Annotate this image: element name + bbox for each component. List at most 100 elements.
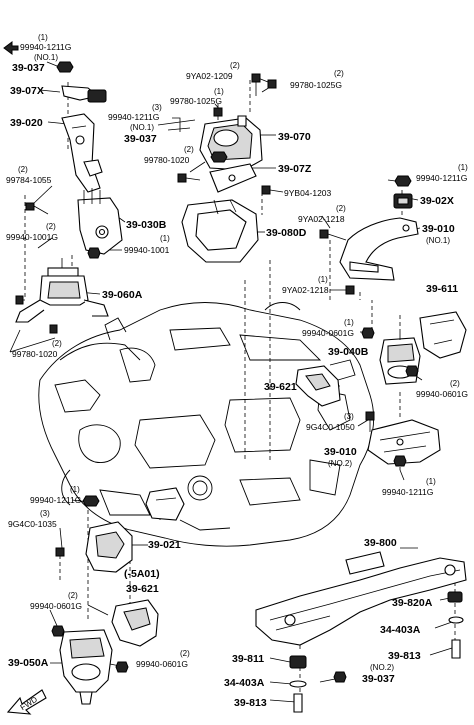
label-qty-99940-0601G-right: (2) [450, 379, 460, 388]
crossmember-39-800 [255, 551, 467, 646]
engine-mount-39-050A [59, 629, 113, 705]
reference-arrow-icon [3, 41, 19, 55]
label-qty-99780-1020-left: (2) [52, 339, 62, 348]
nut-99940-1001 [87, 247, 101, 259]
label-39-820A: 39-820A [392, 597, 433, 609]
label-39-050A: 39-050A [8, 657, 49, 669]
label-99940-1001G: 99940-1001G [6, 232, 58, 242]
bracket-39-07Z [209, 163, 257, 193]
label-qty-9YA02-1218-bottom: (1) [318, 275, 328, 284]
arm-bracket-39-020 [61, 113, 103, 193]
label-qty-9G4C0-1050: (3) [344, 412, 354, 421]
shield-39-621-bottom [111, 599, 159, 647]
label-99940-0601G-bottom: 99940-0601G [136, 659, 188, 669]
shield-39-621-mid [295, 365, 341, 407]
label-qty-9YA02-1218-top: (2) [336, 204, 346, 213]
bolts-99780-1020-left [15, 295, 58, 334]
label-39-621-mid: 39-621 [264, 381, 297, 393]
nut-39-037-bottom [333, 671, 347, 683]
bolt-9YA02-1218-top [319, 229, 347, 241]
label-qty-99940-1001: (1) [160, 234, 170, 243]
label-9G4C0-1050: 9G4C0-1050 [306, 422, 355, 432]
label-99940-1001: 99940-1001 [124, 245, 170, 255]
rubber-mount-39-070 [199, 104, 263, 171]
label-39-813-right: 39-813 [388, 650, 421, 662]
bolt-99784-1055 [25, 202, 49, 215]
label-39-030B: 39-030B [126, 219, 167, 231]
label-9YA02-1218-bottom: 9YA02-1218 [282, 285, 329, 295]
nut-99940-1211G-right [394, 175, 412, 187]
nut-99940-0601G-bottom [115, 661, 129, 673]
label-qty-99940-1211G-mid: (3) [152, 103, 162, 112]
label-34-403A-bottom: 34-403A [224, 677, 265, 689]
bolt-99780-1025G-right [267, 79, 277, 89]
label-39-07Z: 39-07Z [278, 163, 312, 175]
bracket-39-010-no1 [339, 217, 419, 281]
label-39-07X: 39-07X [10, 85, 44, 97]
bolt-9YB04-1203 [261, 185, 271, 195]
engine-block-outline [38, 302, 375, 547]
mount-39-811 [289, 655, 307, 669]
bracket-39-080D [181, 199, 259, 263]
label-qty-9G4C0-1035: (3) [40, 509, 50, 518]
nut-99940-1211G-bottom-left [82, 495, 100, 507]
label-no1-top: (NO.1) [34, 53, 58, 62]
label-99940-1211G-mid: 99940-1211G [108, 112, 159, 122]
label-34-403A-right: 34-403A [380, 624, 421, 636]
label-39-02X: 39-02X [420, 195, 454, 207]
bracket-39-010-no2 [367, 419, 441, 465]
label-99784-1055: 99784-1055 [6, 175, 52, 185]
washer-34-403A-bottom [289, 680, 307, 688]
label-5A01: (-5A01) [124, 568, 160, 580]
label-39-060A: 39-060A [102, 289, 143, 301]
heat-shield-39-611 [419, 311, 467, 359]
label-qty-99784-1055: (2) [18, 165, 28, 174]
label-99780-1020-left: 99780-1020 [12, 349, 58, 359]
nut-99940-1211G-bottom-right [393, 455, 407, 467]
washer-34-403A-right [448, 616, 464, 624]
label-99780-1025G-left: 99780-1025G [170, 96, 222, 106]
label-qty-99940-1211G-bottom-left: (1) [70, 485, 80, 494]
bolt-39-813-right [451, 639, 461, 659]
label-9YA02-1209: 9YA02-1209 [186, 71, 233, 81]
label-qty-99780-1025G-left: (1) [214, 87, 224, 96]
label-39-070: 39-070 [278, 131, 311, 143]
reference-arrow-mid-icon [172, 117, 181, 132]
mount-39-820A [447, 591, 463, 603]
label-9YA02-1218-top: 9YA02-1218 [298, 214, 345, 224]
bracket-39-030B [77, 188, 123, 255]
label-39-037-mid: 39-037 [124, 133, 157, 145]
label-39-020: 39-020 [10, 117, 43, 129]
label-99780-1025G-right: 99780-1025G [290, 80, 342, 90]
nut-39-037-mid [210, 151, 228, 163]
bolt-99780-1025G-left [213, 107, 223, 117]
label-39-010-no2: 39-010 [324, 446, 357, 458]
nut-99940-0601G-mid [361, 327, 375, 339]
label-99940-1211G-bottom-right: 99940-1211G [382, 487, 433, 497]
callout-labels: (1) 99940-1211G (NO.1) 39-037 39-07X 39-… [6, 33, 468, 709]
label-39-010-no1: 39-010 [422, 223, 455, 235]
label-9G4C0-1035: 9G4C0-1035 [8, 519, 57, 529]
label-qty-99940-1211G-bottom-right: (1) [426, 477, 436, 486]
label-99940-1211G-top: 99940-1211G [20, 42, 71, 52]
bracket-39-07X [61, 85, 107, 103]
label-39-037-top: 39-037 [12, 62, 45, 74]
label-99780-1020-mid: 99780-1020 [144, 155, 190, 165]
label-qty-9YA02-1209: (2) [230, 61, 240, 70]
forward-arrow-icon: FWD [6, 689, 47, 715]
label-39-040B: 39-040B [328, 346, 369, 358]
label-qty-99780-1025G-right: (2) [334, 69, 344, 78]
bolt-9G4C0-1035 [55, 547, 65, 557]
label-no1-39-010: (NO.1) [426, 236, 450, 245]
label-qty-99940-1211G-top: (1) [38, 33, 48, 42]
nut-99940-0601G-right [405, 365, 419, 377]
label-qty-99940-0601G-mid: (1) [344, 318, 354, 327]
label-qty-99940-1211G-right: (1) [458, 163, 468, 172]
nut-99940-0601G-bottom-left [51, 625, 65, 637]
bolt-39-813-bottom [293, 693, 303, 713]
label-qty-99940-1001G: (2) [46, 222, 56, 231]
label-39-611: 39-611 [426, 283, 458, 295]
label-9YB04-1203: 9YB04-1203 [284, 188, 332, 198]
label-99940-0601G-right: 99940-0601G [416, 389, 468, 399]
